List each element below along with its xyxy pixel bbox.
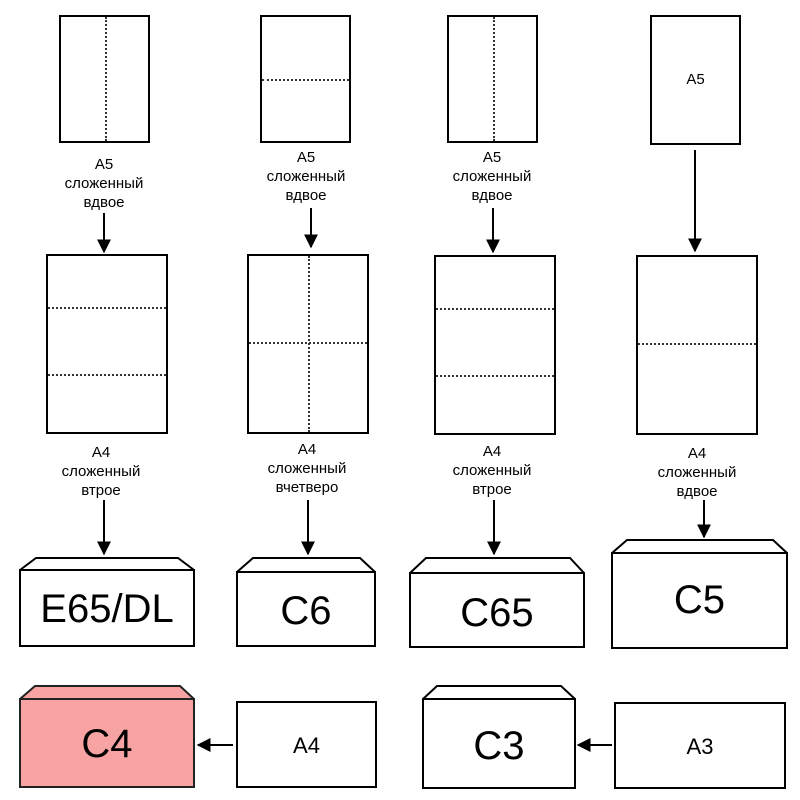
fold-line bbox=[638, 343, 756, 345]
fold-line bbox=[48, 307, 166, 309]
envelope-c3-label: C3 bbox=[473, 724, 525, 768]
fold-line bbox=[262, 79, 349, 81]
caption-col4-folded: А4 сложенный вдвое bbox=[622, 444, 772, 501]
sheet-a5-unfolded: А5 bbox=[650, 15, 741, 145]
caption-line: А4 bbox=[91, 444, 111, 461]
sheet-a4-bottom-label: А4 bbox=[293, 733, 320, 758]
caption-line: сложенный bbox=[64, 175, 144, 192]
sheet-a5-label: А5 bbox=[686, 71, 705, 88]
sheet-a4-bottom bbox=[236, 701, 377, 788]
caption-line: А5 bbox=[482, 149, 502, 166]
fold-line bbox=[492, 17, 495, 141]
caption-line: вдвое bbox=[676, 483, 718, 500]
sheet-a4-trifold-3 bbox=[434, 255, 556, 435]
envelope-e65-dl bbox=[19, 557, 195, 647]
caption-line: втрое bbox=[472, 481, 512, 498]
envelope-c65-label: C65 bbox=[460, 591, 534, 635]
caption-line: вдвое bbox=[83, 194, 125, 211]
fold-line bbox=[104, 17, 107, 141]
caption-line: вдвое bbox=[471, 187, 513, 204]
fold-line bbox=[436, 375, 554, 377]
caption-line: вдвое bbox=[285, 187, 327, 204]
envelope-c4-label: C4 bbox=[81, 722, 133, 766]
caption-line: сложенный bbox=[61, 463, 141, 480]
caption-col2-folded: А4 сложенный вчетверо bbox=[232, 440, 382, 497]
caption-line: А4 bbox=[482, 443, 502, 460]
caption-line: втрое bbox=[81, 482, 121, 499]
sheet-a5-horizontal-fold bbox=[260, 15, 351, 143]
caption-col2-source: А5 сложенный вдвое bbox=[231, 148, 381, 205]
caption-line: сложенный bbox=[452, 168, 532, 185]
caption-line: сложенный bbox=[267, 460, 347, 477]
sheet-a5-vertical-fold-1 bbox=[59, 15, 150, 143]
caption-col3-source: А5 сложенный вдвое bbox=[417, 148, 567, 205]
sheet-a4-half-fold bbox=[636, 255, 758, 435]
envelope-c3 bbox=[422, 685, 576, 789]
sheet-a4-quarter-fold bbox=[247, 254, 369, 434]
caption-line: А4 bbox=[297, 441, 317, 458]
sheet-a3-label: А3 bbox=[686, 734, 714, 759]
caption-line: сложенный bbox=[657, 464, 737, 481]
caption-col3-folded: А4 сложенный втрое bbox=[417, 442, 567, 499]
caption-col1-source: А5 сложенный вдвое bbox=[29, 155, 179, 212]
caption-col1-folded: А4 сложенный втрое bbox=[26, 443, 176, 500]
fold-line bbox=[48, 374, 166, 376]
fold-line bbox=[308, 256, 310, 432]
sheet-a3 bbox=[614, 702, 786, 789]
fold-line bbox=[436, 308, 554, 310]
caption-line: сложенный bbox=[452, 462, 532, 479]
envelope-c6 bbox=[236, 557, 376, 647]
caption-line: вчетверо bbox=[275, 479, 339, 496]
envelope-c5 bbox=[611, 539, 788, 649]
envelope-c4 bbox=[19, 685, 195, 788]
caption-line: сложенный bbox=[266, 168, 346, 185]
envelope-c65 bbox=[409, 557, 585, 648]
envelope-c5-label: C5 bbox=[673, 578, 726, 622]
envelope-c6-label: C6 bbox=[280, 589, 332, 633]
caption-line: А4 bbox=[687, 445, 707, 462]
fold-line bbox=[249, 342, 367, 344]
sheet-a4-trifold-1 bbox=[46, 254, 168, 434]
envelope-e65-dl-label: E65/DL bbox=[40, 587, 174, 631]
sheet-a5-vertical-fold-3 bbox=[447, 15, 538, 143]
caption-line: А5 bbox=[94, 156, 114, 173]
caption-line: А5 bbox=[296, 149, 316, 166]
